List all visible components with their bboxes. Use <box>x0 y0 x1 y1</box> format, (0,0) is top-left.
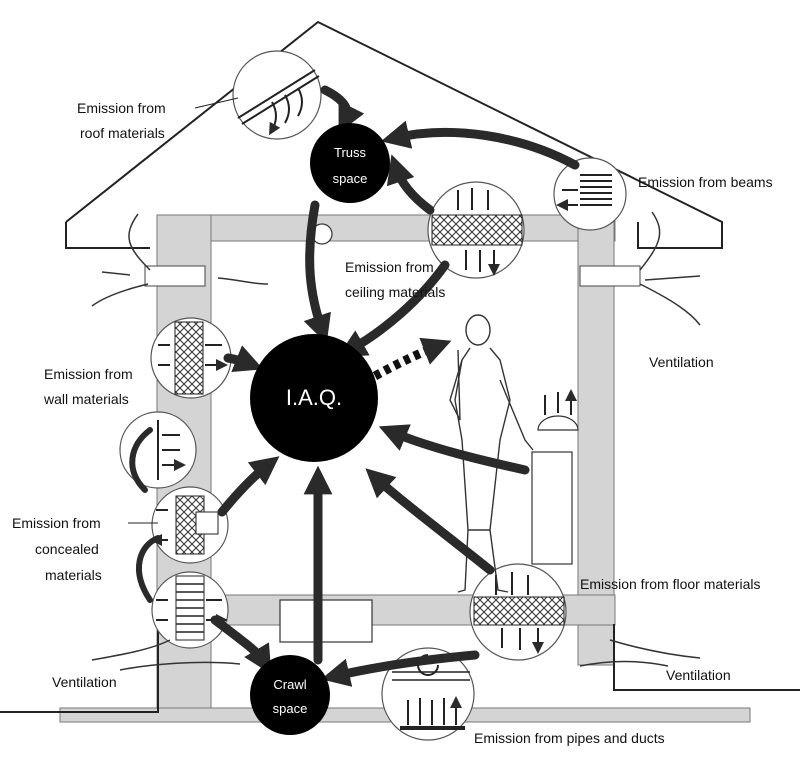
label-ceiling-line1: Emission from <box>345 259 434 275</box>
label-ventilation-right-upper: Ventilation <box>649 354 714 370</box>
ventilation-arrows <box>91 211 701 671</box>
label-concealed-line3: materials <box>45 567 102 583</box>
roof-detail <box>232 50 322 140</box>
wall-detail <box>150 317 232 399</box>
vent-opening-right <box>579 265 641 287</box>
leader-roof <box>194 97 239 109</box>
truss-space-label-line1: Truss <box>334 145 367 160</box>
roof-left-eave <box>65 222 150 249</box>
pipes-detail <box>381 647 475 741</box>
truss-space-node: Truss space <box>310 123 390 203</box>
lower-wall-detail <box>151 571 228 649</box>
floor-vent-box <box>279 599 373 643</box>
label-wall-line2: wall materials <box>43 391 129 407</box>
label-floor: Emission from floor materials <box>580 576 761 592</box>
label-concealed-line1: Emission from <box>12 515 101 531</box>
truss-space-label-line2: space <box>333 171 368 186</box>
label-beams: Emission from beams <box>638 174 773 190</box>
person-figure <box>449 314 534 593</box>
floor-detail <box>469 563 567 661</box>
flow-arrows <box>129 85 580 687</box>
label-ventilation-right-lower: Ventilation <box>666 667 731 683</box>
vent-opening-left <box>144 265 206 287</box>
pot-emissions <box>544 392 571 415</box>
iaq-label: I.A.Q. <box>286 385 342 410</box>
crawl-space-label-line2: space <box>273 701 308 716</box>
label-wall-line1: Emission from <box>44 366 133 382</box>
label-ceiling-line2: ceiling materials <box>345 284 445 300</box>
concealed-detail <box>152 486 229 564</box>
pot <box>537 415 579 431</box>
dashed-arrow-to-person <box>372 337 452 380</box>
counter <box>531 451 573 565</box>
label-concealed-line2: concealed <box>35 541 99 557</box>
label-roof-line1: Emission from <box>77 100 166 116</box>
ceiling-detail <box>427 181 525 279</box>
beams-detail <box>553 157 627 231</box>
foundation-right <box>613 624 800 691</box>
label-pipes: Emission from pipes and ducts <box>474 730 665 746</box>
label-ventilation-left-lower: Ventilation <box>52 674 117 690</box>
foundation-left <box>0 624 159 713</box>
crawl-space-node: Crawl space <box>250 655 330 735</box>
crawl-space-label-line1: Crawl <box>273 677 306 692</box>
iaq-node: I.A.Q. <box>250 334 378 462</box>
label-roof-line2: roof materials <box>80 125 165 141</box>
wall-side-detail <box>119 411 197 489</box>
